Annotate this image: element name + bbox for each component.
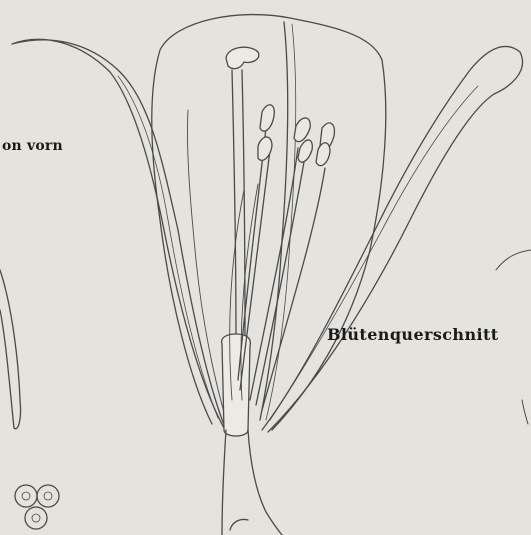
label-flower-cross-section: Blütenquerschnitt	[327, 325, 499, 344]
label-view-front: on vorn	[2, 138, 63, 154]
ovary	[222, 334, 251, 436]
